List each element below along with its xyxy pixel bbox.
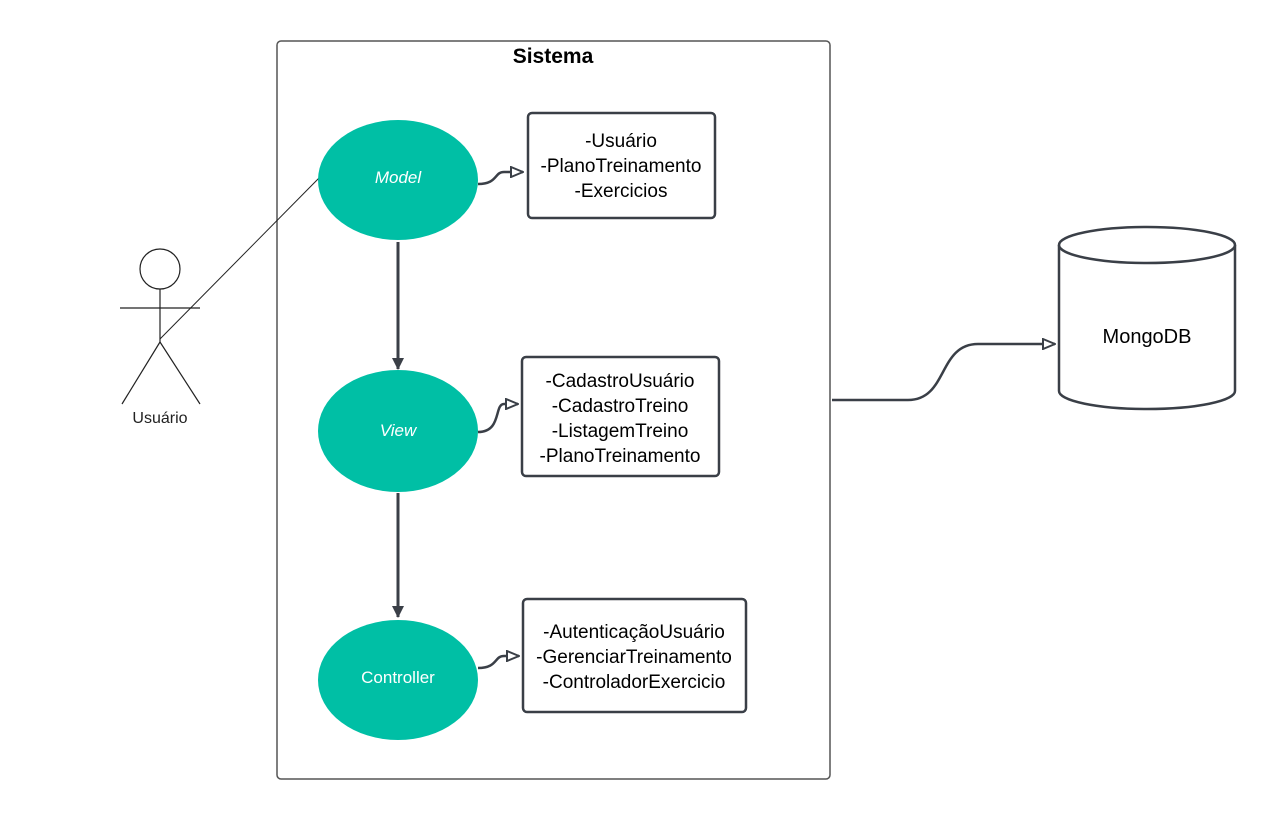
node-model-oval [318, 120, 478, 240]
connector-controller-box [477, 656, 519, 670]
actor-head [139, 248, 181, 290]
node-view-label: View [380, 421, 418, 440]
actor-usuario: Usuário [120, 248, 201, 427]
model-item: -PlanoTreinamento [541, 156, 702, 177]
actor-right-leg [159, 341, 201, 405]
model-item: -Usuário [585, 131, 657, 152]
system-title: Sistema [513, 45, 594, 68]
database-mongodb: MongoDB [1057, 225, 1237, 411]
controller-item: -GerenciarTreinamento [536, 647, 732, 668]
node-view: View [318, 370, 478, 492]
model-item: -Exercicios [575, 181, 668, 202]
controller-item: -AutenticaçãoUsuário [543, 622, 725, 643]
database-label: MongoDB [1103, 326, 1192, 348]
node-controller-label: Controller [361, 668, 435, 687]
view-item: -CadastroUsuário [546, 371, 695, 392]
node-controller: Controller [318, 620, 478, 740]
database-top [1057, 225, 1237, 265]
node-model-label: Model [375, 168, 423, 187]
view-item: -CadastroTreino [552, 396, 689, 417]
connector-system-database [832, 344, 1055, 402]
actor-association-line [159, 176, 321, 340]
view-item: -PlanoTreinamento [540, 446, 701, 467]
controller-item: -ControladorExercicio [543, 672, 726, 693]
model-items-box: -Usuário -PlanoTreinamento -Exercicios [526, 111, 717, 220]
model-items-border [526, 111, 717, 220]
controller-items-box: -AutenticaçãoUsuário -GerenciarTreinamen… [521, 597, 748, 714]
actor-left-leg [121, 341, 161, 405]
view-items-box: -CadastroUsuário -CadastroTreino -Listag… [520, 355, 721, 478]
view-items-border [520, 355, 721, 478]
connector-model-box [477, 172, 523, 186]
actor-label: Usuário [132, 410, 187, 427]
node-controller-oval [318, 620, 478, 740]
connector-view-box [477, 404, 518, 434]
database-body [1057, 245, 1237, 411]
node-view-oval [318, 370, 478, 492]
view-item: -ListagemTreino [552, 421, 689, 442]
node-model: Model [318, 120, 478, 240]
controller-items-border [521, 597, 748, 714]
